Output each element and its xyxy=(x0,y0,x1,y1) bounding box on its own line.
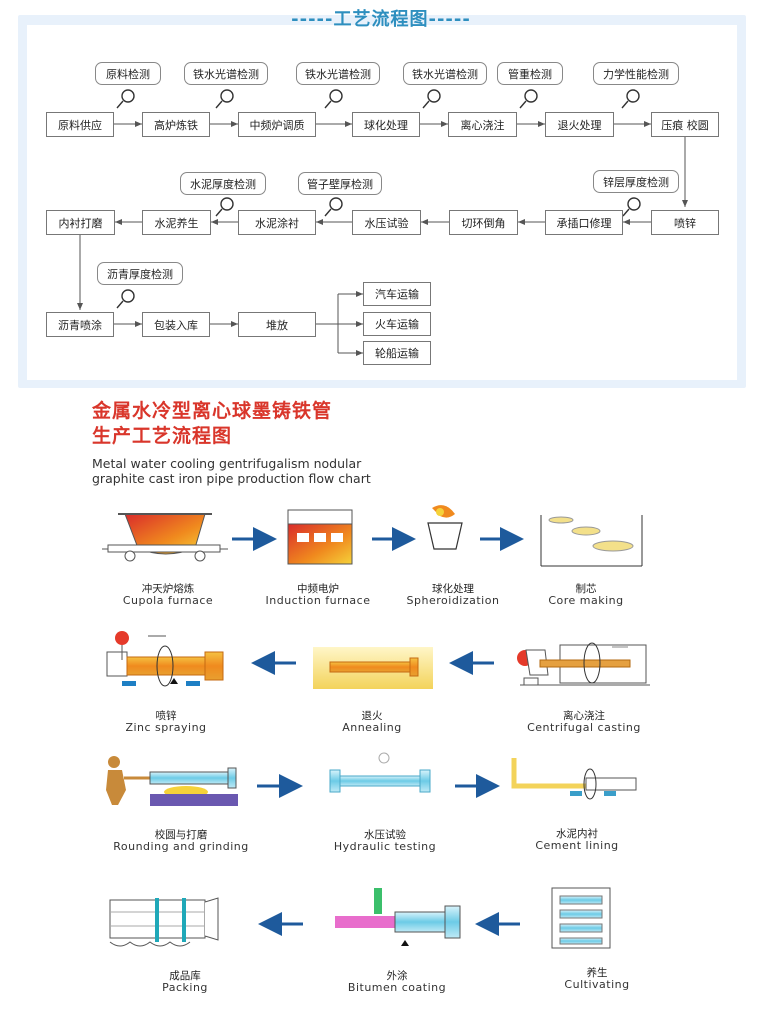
centrifugal-casting-icon xyxy=(517,642,650,686)
inspection-box: 铁水光谱检测 xyxy=(184,62,268,85)
step-caption-en: Cement lining xyxy=(535,839,619,852)
step-caption-cn: 中频电炉 xyxy=(297,583,339,595)
step-caption-en: Core making xyxy=(548,594,624,607)
step-caption-cn: 校圆与打磨 xyxy=(154,829,208,841)
zinc-spraying-icon xyxy=(106,631,224,687)
step-caption-cn: 球化处理 xyxy=(432,583,474,595)
step-caption-cn: 喷锌 xyxy=(155,710,177,722)
packing-icon xyxy=(109,897,219,947)
spheroidization-icon xyxy=(427,505,463,550)
magnifier-icon xyxy=(621,89,640,109)
magnifier-icon xyxy=(622,197,641,217)
step-caption-cn: 退火 xyxy=(361,710,383,722)
annealing-icon xyxy=(313,647,433,689)
transport-box: 轮船运输 xyxy=(363,341,431,365)
magnifier-icon xyxy=(215,197,234,217)
process-box: 中频炉调质 xyxy=(238,112,316,137)
inspection-box: 铁水光谱检测 xyxy=(403,62,487,85)
magnifier-icon xyxy=(324,197,343,217)
step-caption-en: Spheroidization xyxy=(406,594,500,607)
magnifier-icons xyxy=(116,89,641,309)
page-title: -----工艺流程图----- xyxy=(291,9,471,30)
magnifier-icon xyxy=(422,89,441,109)
magnifier-icon xyxy=(324,89,343,109)
inspection-box: 原料检测 xyxy=(95,62,161,85)
transport-box: 汽车运输 xyxy=(363,282,431,306)
process-box: 水泥涂衬 xyxy=(238,210,316,235)
inspection-box: 沥青厚度检测 xyxy=(97,262,183,285)
hydraulic-testing-icon xyxy=(329,752,431,793)
process-box: 球化处理 xyxy=(352,112,420,137)
inspection-box: 力学性能检测 xyxy=(593,62,679,85)
step-caption-en: Rounding and grinding xyxy=(113,840,249,853)
step-caption-en: Annealing xyxy=(342,721,402,734)
inspection-box: 铁水光谱检测 xyxy=(296,62,380,85)
step-caption-cn: 养生 xyxy=(586,967,608,979)
step-caption-en: Bitumen coating xyxy=(347,981,447,994)
step-caption-en: Packing xyxy=(162,981,208,994)
step-caption-en: Hydraulic testing xyxy=(333,840,437,853)
step-caption-cn: 水压试验 xyxy=(364,829,406,841)
magnifier-icon xyxy=(215,89,234,109)
inspection-box: 锌层厚度检测 xyxy=(593,170,679,193)
inspection-box: 管重检测 xyxy=(497,62,563,85)
rounding-grinding-icon xyxy=(106,756,238,806)
inspection-box: 水泥厚度检测 xyxy=(180,172,266,195)
process-box: 退火处理 xyxy=(545,112,614,137)
inspection-box: 管子壁厚检测 xyxy=(298,172,382,195)
magnifier-icon xyxy=(116,89,135,109)
core-making-icon xyxy=(540,515,643,567)
step-caption-cn: 成品库 xyxy=(169,970,201,982)
step-caption-en: Zinc spraying xyxy=(125,721,207,734)
section-title-line1: 金属水冷型离心球墨铸铁管 xyxy=(92,400,333,422)
step-caption-en: Cupola furnace xyxy=(122,594,214,607)
section-title-line2: 生产工艺流程图 xyxy=(92,425,233,447)
step-caption-en: Cultivating xyxy=(564,978,630,991)
step-caption-cn: 制芯 xyxy=(575,583,597,595)
process-box: 水泥养生 xyxy=(142,210,211,235)
step-caption-cn: 外涂 xyxy=(386,970,408,982)
step-caption-en: Induction furnace xyxy=(265,594,371,607)
step-caption-cn: 冲天炉熔炼 xyxy=(141,583,195,595)
process-box: 水压试验 xyxy=(352,210,421,235)
process-box: 离心浇注 xyxy=(448,112,517,137)
induction-furnace-icon xyxy=(287,509,353,565)
step-caption-cn: 离心浇注 xyxy=(563,710,605,722)
process-box: 高炉炼铁 xyxy=(142,112,210,137)
process-box: 切环倒角 xyxy=(449,210,518,235)
cement-lining-icon xyxy=(511,758,637,800)
cupola-furnace-icon xyxy=(102,513,228,562)
cultivating-icon xyxy=(551,887,611,949)
process-box: 承插口修理 xyxy=(545,210,623,235)
process-box: 内衬打磨 xyxy=(46,210,115,235)
bitumen-coating-icon xyxy=(335,888,461,946)
process-box: 原料供应 xyxy=(46,112,114,137)
process-box: 堆放 xyxy=(238,312,316,337)
magnifier-icon xyxy=(519,89,538,109)
process-box: 喷锌 xyxy=(651,210,719,235)
process-box: 沥青喷涂 xyxy=(46,312,114,337)
magnifier-icon xyxy=(116,289,135,309)
step-caption-cn: 水泥内衬 xyxy=(556,828,598,840)
section-subtitle-line1: Metal water cooling gentrifugalism nodul… xyxy=(92,456,362,471)
transport-box: 火车运输 xyxy=(363,312,431,336)
process-box: 包装入库 xyxy=(142,312,210,337)
section-subtitle-line2: graphite cast iron pipe production flow … xyxy=(92,471,371,486)
step-caption-en: Centrifugal casting xyxy=(527,721,641,734)
process-box: 压痕 校圆 xyxy=(651,112,719,137)
